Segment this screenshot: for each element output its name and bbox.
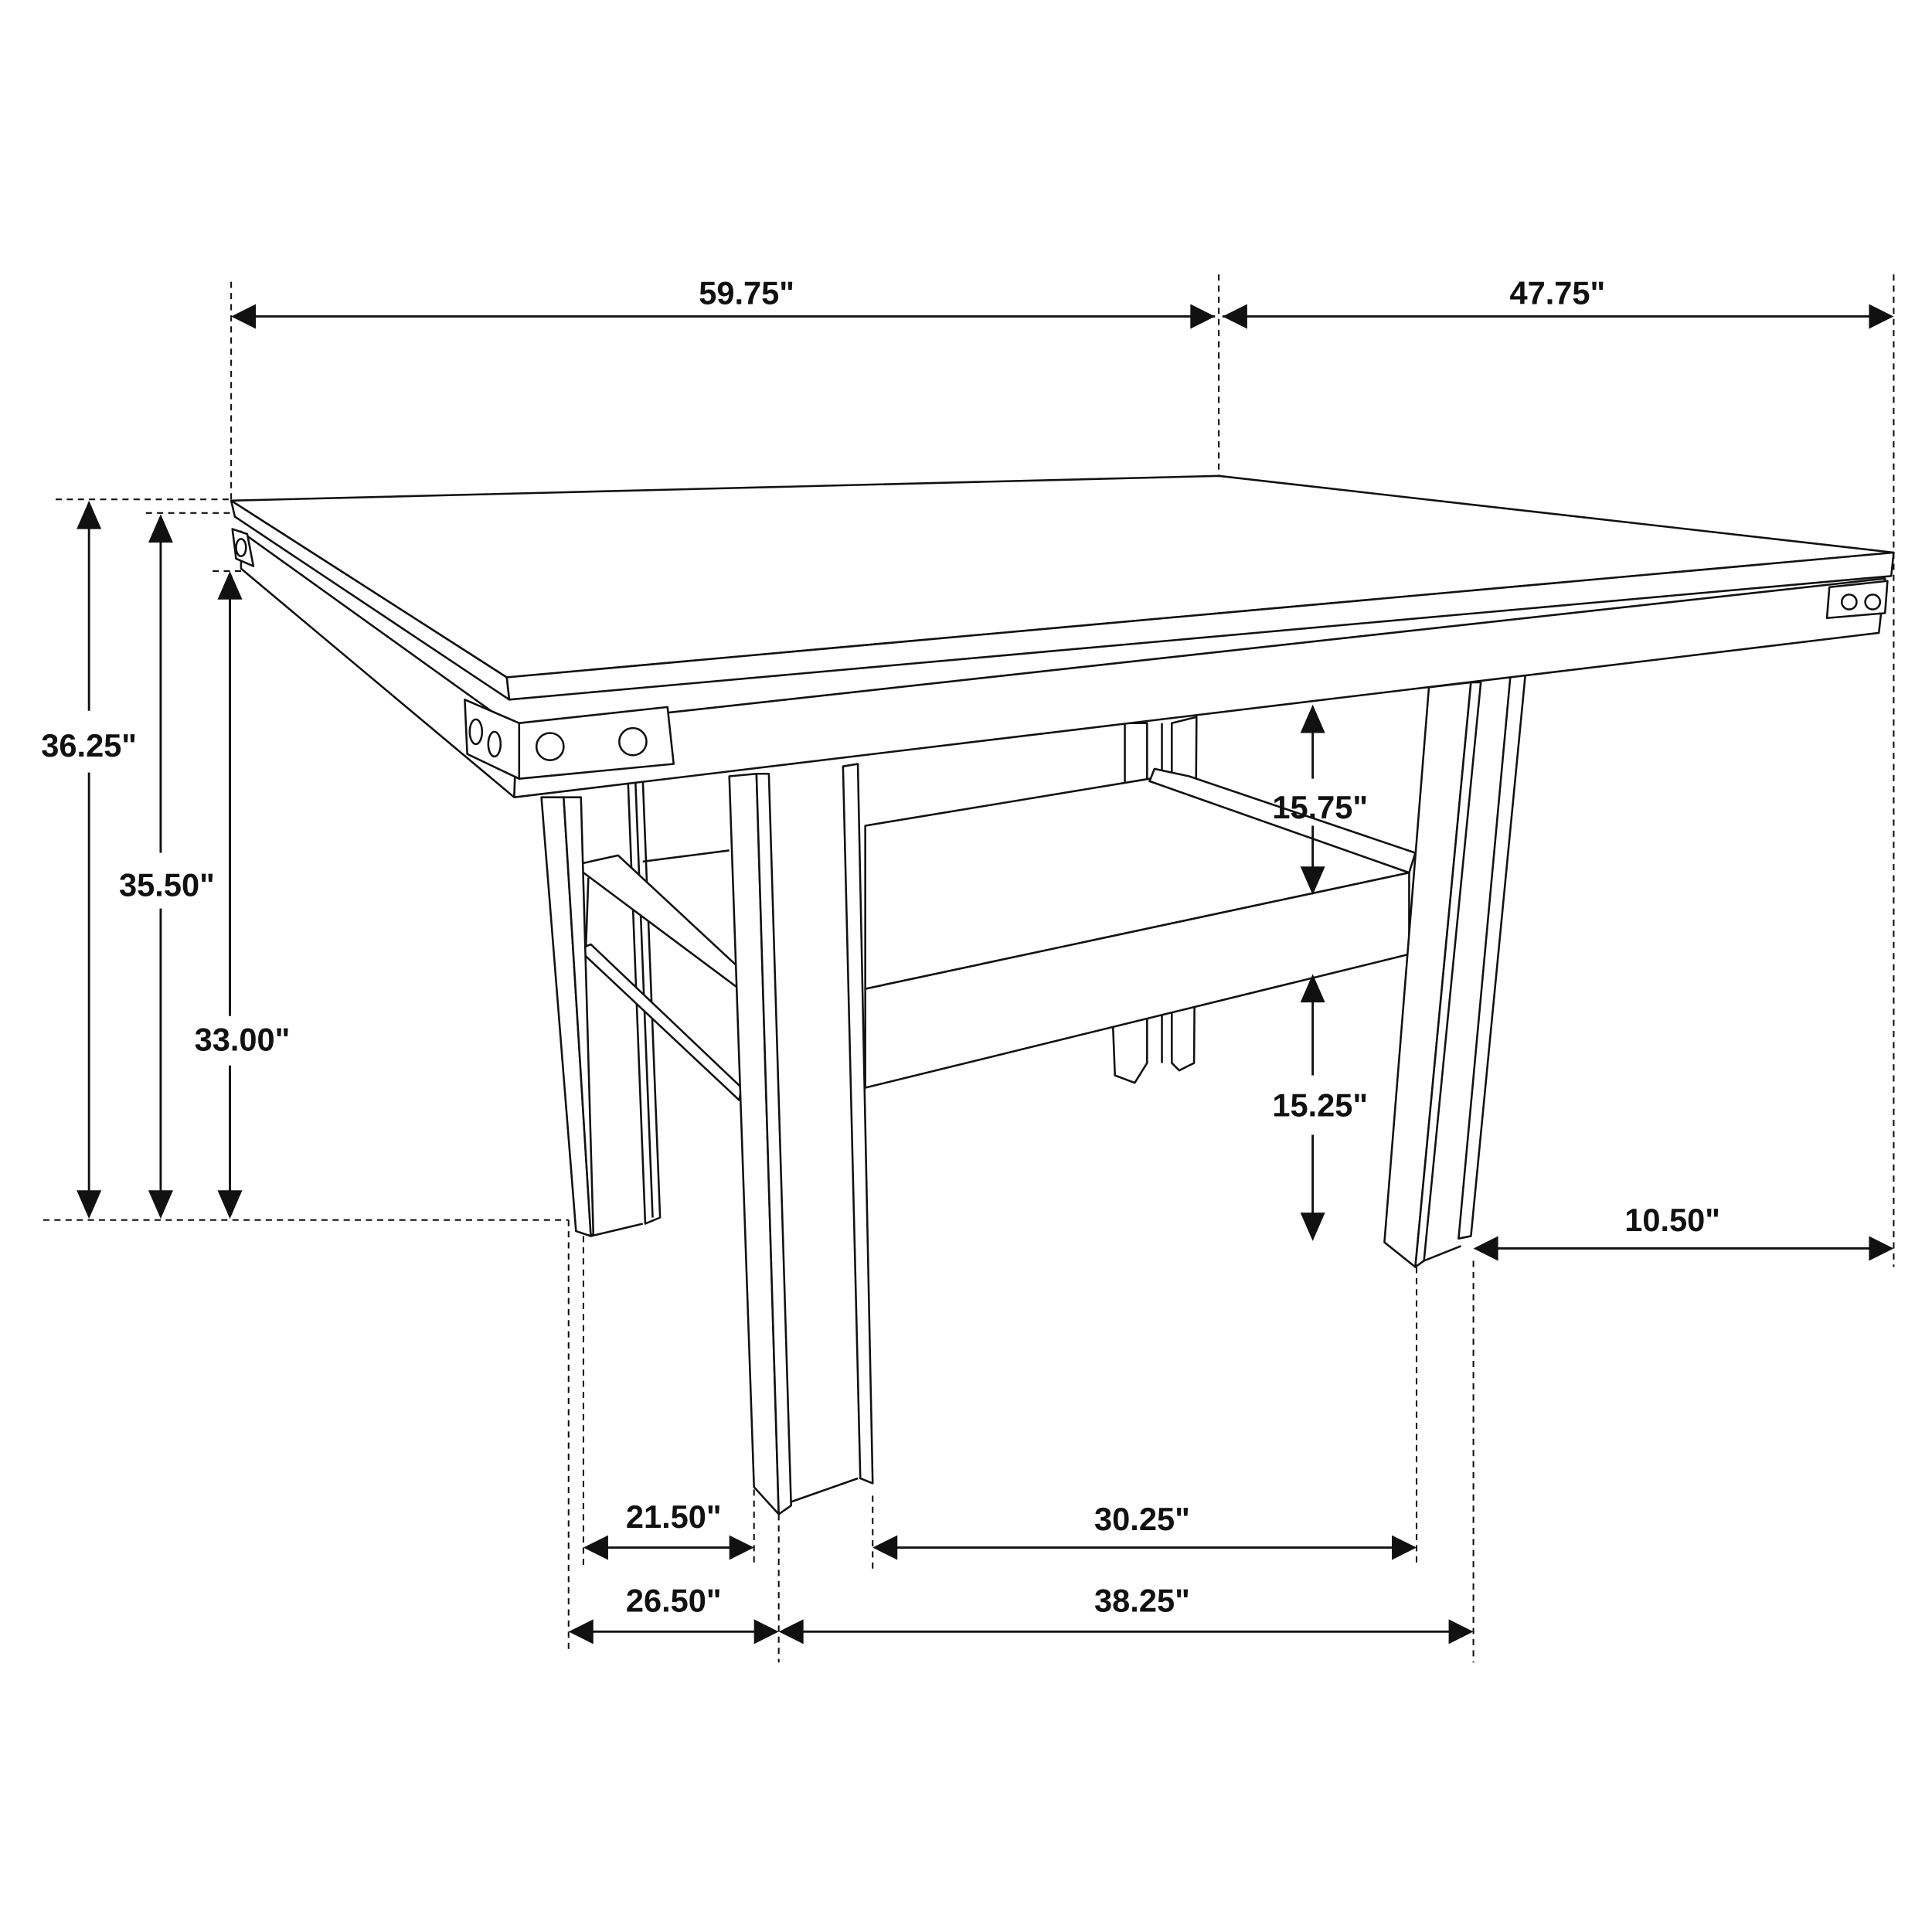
dimension-leg-inner-span: 30.25" <box>872 1501 1417 1560</box>
label-top-length: 59.75" <box>699 274 794 311</box>
label-leg-outer-depth: 26.50" <box>626 1583 722 1619</box>
dimension-top-length: 59.75" <box>231 274 1216 329</box>
dimension-leg-outer-span: 38.25" <box>778 1583 1474 1645</box>
bracket-left-corner <box>231 528 255 567</box>
center-stretcher <box>864 767 1417 1089</box>
dimension-leg-inner-depth: 21.50" <box>583 1498 754 1560</box>
label-apron-to-stretcher: 15.75" <box>1272 789 1368 825</box>
label-leg-outer-span: 38.25" <box>1094 1583 1190 1619</box>
label-apron-top-height: 35.50" <box>119 867 215 903</box>
label-stretcher-to-floor: 15.25" <box>1272 1087 1368 1123</box>
side-stretcher-left <box>572 849 743 1101</box>
dimension-overall-height: 36.25" <box>41 500 137 1219</box>
dimension-leg-outer-depth: 26.50" <box>568 1583 779 1645</box>
dimension-stretcher-to-floor: 15.25" <box>1272 974 1368 1241</box>
label-leg-inner-depth: 21.50" <box>626 1498 722 1535</box>
dimension-leg-overhang: 10.50" <box>1473 1202 1894 1261</box>
extension-lines <box>43 274 1895 1663</box>
dimension-top-width: 47.75" <box>1222 274 1894 329</box>
front-leg-right <box>1383 674 1527 1268</box>
table-drawing <box>230 474 1895 1515</box>
dimension-apron-to-stretcher: 15.75" <box>1272 704 1368 896</box>
label-leg-overhang: 10.50" <box>1624 1202 1720 1238</box>
bracket-front-left <box>464 699 675 780</box>
label-leg-inner-span: 30.25" <box>1094 1501 1190 1537</box>
tabletop <box>230 474 1895 701</box>
label-clearance-height: 33.00" <box>195 1022 291 1058</box>
label-overall-height: 36.25" <box>41 727 137 764</box>
front-leg-center <box>728 763 874 1515</box>
front-leg-left <box>540 796 644 1237</box>
dimension-clearance-height: 33.00" <box>195 570 291 1219</box>
label-top-width: 47.75" <box>1509 274 1605 311</box>
bracket-right-corner <box>1825 580 1889 620</box>
dimension-apron-top-height: 35.50" <box>119 514 215 1219</box>
